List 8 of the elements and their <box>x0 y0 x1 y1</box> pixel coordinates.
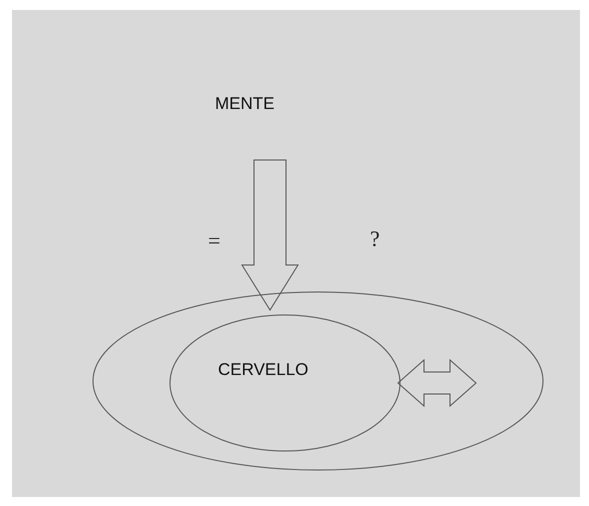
ellipse-shape <box>93 292 543 470</box>
block-arrow <box>241 160 299 311</box>
node-label: CERVELLO <box>218 360 308 380</box>
equals-sign: = <box>208 228 220 254</box>
node-label: MENTE <box>215 94 274 114</box>
ellipse-node <box>170 315 400 451</box>
block-arrow <box>397 358 477 408</box>
question-mark: ? <box>370 226 380 252</box>
